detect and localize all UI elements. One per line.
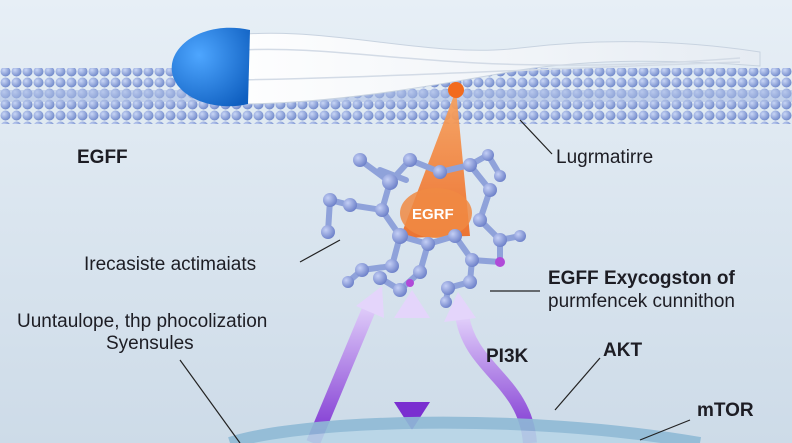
label-irecasiste: Irecasiste actimaiats xyxy=(84,254,257,275)
arrow-up-left xyxy=(306,299,379,443)
nuclear-envelope xyxy=(228,416,702,443)
label-purmfencek: purmfencek cunnithon xyxy=(548,291,735,312)
molecule-atoms xyxy=(321,149,526,308)
ligand-head xyxy=(171,27,250,107)
label-pi3k: PI3K xyxy=(486,346,529,367)
ligand-fiber xyxy=(171,27,761,107)
label-lugrmatirre: Lugrmatirre xyxy=(556,147,654,168)
label-mtor: mTOR xyxy=(697,400,754,421)
label-egff-top: EGFF xyxy=(77,147,128,168)
receptor-cone xyxy=(400,82,472,238)
label-egff-exy-text: EGFF Exycogston of xyxy=(548,268,735,289)
label-receptor: EGRF xyxy=(412,206,454,223)
label-akt: AKT xyxy=(603,340,643,361)
label-syensules: Syensules xyxy=(106,333,194,354)
label-uuntaulope: Uuntaulope, thp phocolization xyxy=(17,311,268,332)
label-egff-exycogston: EGFF Exycogston of xyxy=(548,268,735,290)
leader-lines xyxy=(179,119,691,443)
